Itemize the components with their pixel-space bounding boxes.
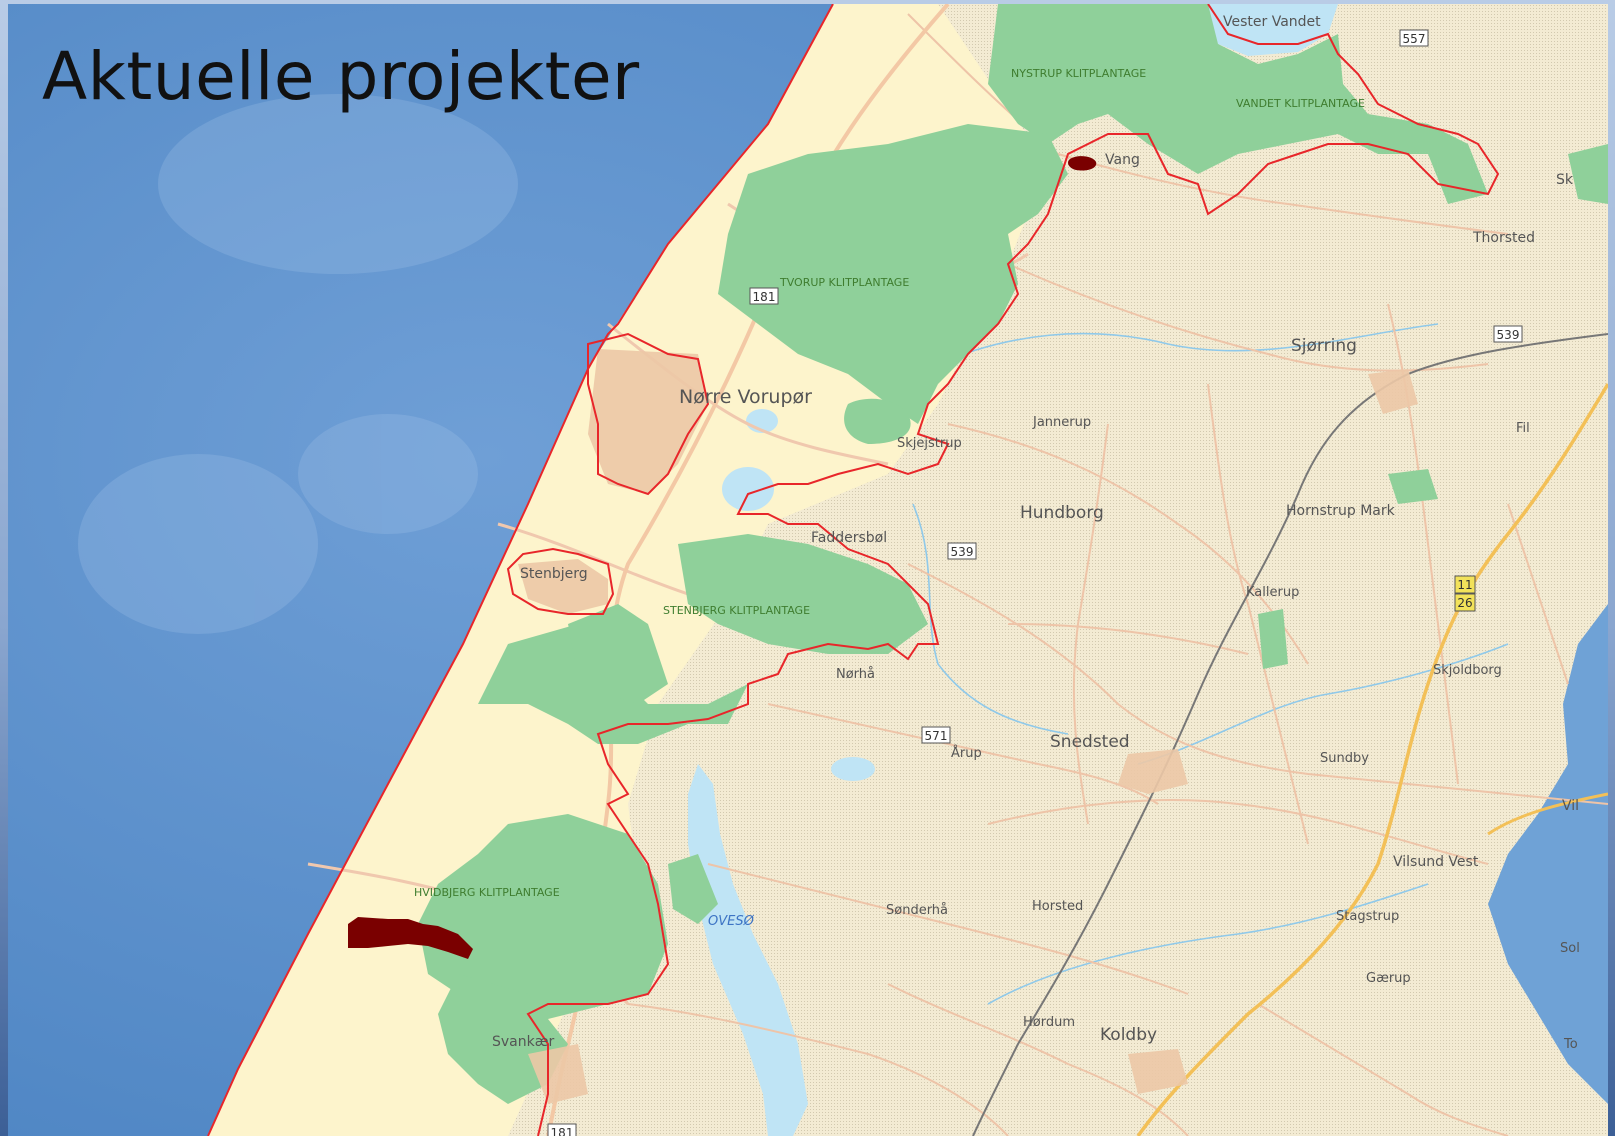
forest-label: NYSTRUP KLITPLANTAGE xyxy=(1011,67,1146,80)
forest-patch xyxy=(1258,609,1288,669)
forest-patch xyxy=(844,398,911,444)
place-label: Sk xyxy=(1556,172,1574,188)
place-label: Faddersbøl xyxy=(811,530,887,546)
place-label: Vester Vandet xyxy=(1223,14,1321,30)
forest-label: HVIDBJERG KLITPLANTAGE xyxy=(414,886,560,899)
place-label: Stagstrup xyxy=(1336,909,1399,924)
road-shield-number: 557 xyxy=(1403,32,1426,46)
forest-patch xyxy=(1568,144,1608,204)
forest-patch xyxy=(1388,469,1438,504)
map-canvas[interactable]: 557 181 539 539 571 181 11 26 Vester VandetVang… xyxy=(8,4,1608,1136)
slide-title: Aktuelle projekter xyxy=(42,38,640,115)
place-label: Vilsund Vest xyxy=(1393,854,1479,870)
forest-stenbjerg xyxy=(678,534,928,654)
built-up-areas xyxy=(518,349,1418,1104)
fjord-water xyxy=(1488,604,1608,1104)
place-label: Vil xyxy=(1562,798,1579,814)
place-label: Hørdum xyxy=(1023,1015,1075,1030)
forest-hvidbjerg xyxy=(418,814,668,1024)
place-label: Sønderhå xyxy=(886,903,948,918)
road-shield: 539 xyxy=(947,542,977,560)
ovesoe-lake xyxy=(688,764,808,1136)
road-shield: 557 xyxy=(1399,29,1429,47)
forest-tvorup xyxy=(718,124,1068,424)
place-label: Horsted xyxy=(1032,899,1083,914)
road-shield-number: 571 xyxy=(925,729,948,743)
road-shield: 181 xyxy=(547,1123,577,1136)
road-shield: 571 xyxy=(921,726,951,744)
water-label: OVESØ xyxy=(708,914,755,929)
place-label: Svankær xyxy=(492,1034,554,1050)
minor-roads xyxy=(627,13,1608,1136)
road-shield-number: 181 xyxy=(753,290,776,304)
forest-label: TVORUP KLITPLANTAGE xyxy=(779,276,909,289)
forest-mid xyxy=(568,604,668,704)
place-label: Nørre Vorupør xyxy=(679,386,812,408)
lake xyxy=(831,757,875,781)
lake xyxy=(722,467,774,511)
place-label: Sundby xyxy=(1320,751,1369,766)
place-label: To xyxy=(1563,1037,1578,1052)
road-shield-number: 26 xyxy=(1457,596,1472,610)
streams xyxy=(912,323,1509,1005)
road-shield: 26 xyxy=(1454,593,1476,612)
road-shield-number: 539 xyxy=(1497,328,1520,342)
place-label: Koldby xyxy=(1100,1025,1157,1045)
forest-areas xyxy=(418,4,1608,1104)
place-label: Stenbjerg xyxy=(520,566,588,582)
road-shield: 539 xyxy=(1493,325,1523,343)
place-label: Kallerup xyxy=(1246,585,1299,600)
road-shield-number: 181 xyxy=(551,1126,574,1136)
road-shield: 181 xyxy=(749,287,779,305)
place-label: Hornstrup Mark xyxy=(1286,503,1396,519)
place-label: Vang xyxy=(1105,152,1140,168)
place-label: Sjørring xyxy=(1291,336,1357,356)
road-shields: 557 181 539 539 571 181 11 26 xyxy=(547,29,1523,1136)
place-label: Thorsted xyxy=(1472,230,1535,246)
place-label: Fil xyxy=(1516,421,1530,436)
project-area[interactable] xyxy=(1068,156,1097,171)
place-label: Sol xyxy=(1560,941,1580,956)
place-label: Hundborg xyxy=(1020,503,1104,523)
place-label: Skjoldborg xyxy=(1433,663,1502,678)
forest-label: STENBJERG KLITPLANTAGE xyxy=(663,604,810,617)
place-label: Snedsted xyxy=(1050,732,1130,752)
sea-shading xyxy=(78,94,518,634)
road-shield: 11 xyxy=(1454,575,1476,594)
place-label: Årup xyxy=(951,745,982,761)
forest-label: VANDET KLITPLANTAGE xyxy=(1236,97,1365,110)
place-label: Nørhå xyxy=(836,667,875,682)
main-road xyxy=(1487,792,1608,836)
main-road-11-26 xyxy=(1136,383,1608,1136)
place-label: Gærup xyxy=(1366,971,1411,986)
place-label: Jannerup xyxy=(1032,415,1091,430)
road-shield-number: 11 xyxy=(1457,578,1472,592)
project-boundary[interactable] xyxy=(207,4,1500,1136)
forest-nystrup xyxy=(988,4,1488,204)
forest-patch xyxy=(668,854,718,924)
road-shield-number: 539 xyxy=(951,545,974,559)
place-label: Skjejstrup xyxy=(897,436,962,451)
project-area[interactable] xyxy=(348,917,473,959)
